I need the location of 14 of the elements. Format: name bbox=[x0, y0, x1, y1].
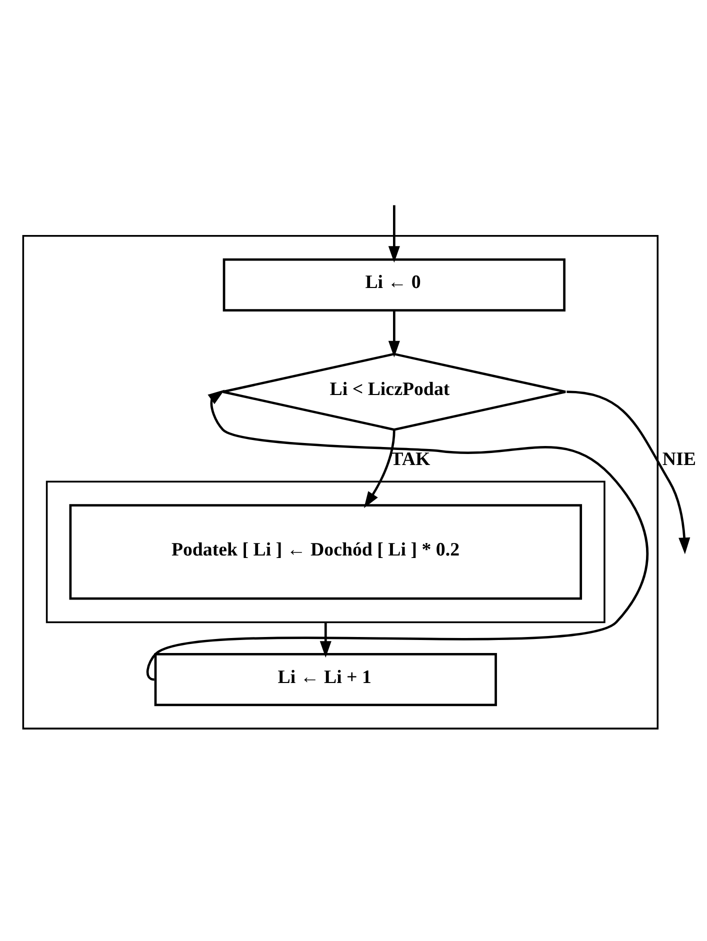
arrow bbox=[363, 429, 395, 508]
cluster bbox=[45, 480, 605, 623]
node-diamond: Li < LiczPodat bbox=[221, 352, 566, 430]
arrow bbox=[146, 389, 648, 680]
node-box: Li ← 0 bbox=[222, 258, 565, 311]
arrow bbox=[388, 310, 400, 357]
arrow bbox=[566, 390, 690, 554]
node-box: Podatek [ Li ] ← Dochód [ Li ] * 0.2 bbox=[68, 504, 582, 600]
arrow bbox=[388, 204, 400, 262]
edge-label: TAK bbox=[390, 448, 430, 470]
node-box: Li ← Li + 1 bbox=[154, 652, 496, 706]
edge-label: NIE bbox=[662, 448, 696, 470]
arrow bbox=[319, 622, 331, 658]
cluster bbox=[22, 234, 658, 729]
